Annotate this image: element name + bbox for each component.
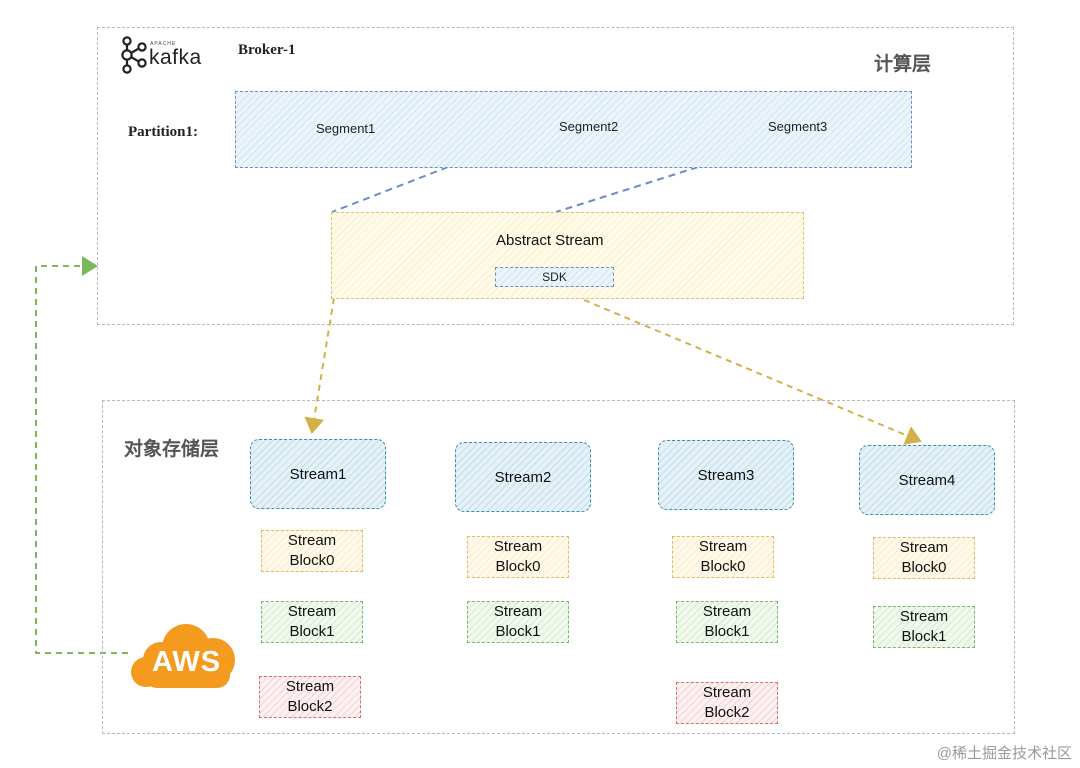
storage-layer-title: 对象存储层 xyxy=(124,438,220,460)
block-label: Stream Block0 xyxy=(899,539,949,576)
storage-layer-box xyxy=(102,400,1015,734)
partition-label: Partition1: xyxy=(128,124,198,140)
block-label: Stream Block0 xyxy=(698,538,748,575)
stream-2-box: Stream2 xyxy=(455,442,591,512)
block-label: Stream Block1 xyxy=(702,603,752,640)
stream-3-block-0: Stream Block0 xyxy=(672,536,774,578)
stream-1-label: Stream1 xyxy=(289,465,347,483)
segment-link-line xyxy=(555,166,699,213)
stream-4-block-0: Stream Block0 xyxy=(873,537,975,579)
aws-cloud-icon xyxy=(131,624,235,688)
stream-2-label: Stream2 xyxy=(494,468,552,486)
stream-4-box: Stream4 xyxy=(859,445,995,515)
kafka-logo: APACHE kafka xyxy=(118,36,208,76)
stream-4-block-1: Stream Block1 xyxy=(873,606,975,648)
kafka-icon xyxy=(121,36,147,74)
compute-layer-title: 计算层 xyxy=(874,53,932,75)
aws-label: AWS xyxy=(152,646,222,678)
sdk-label: SDK xyxy=(542,270,567,284)
watermark: @稀土掘金技术社区 xyxy=(936,745,1072,762)
block-label: Stream Block0 xyxy=(287,532,337,569)
block-label: Stream Block0 xyxy=(493,538,543,575)
stream-2-block-1: Stream Block1 xyxy=(467,601,569,643)
stream-3-block-2: Stream Block2 xyxy=(676,682,778,724)
kafka-logo-small-text: APACHE xyxy=(150,41,177,47)
stream-3-label: Stream3 xyxy=(697,466,755,484)
block-label: Stream Block2 xyxy=(285,678,335,715)
stream4-arrow xyxy=(583,299,922,445)
stream-3-block-1: Stream Block1 xyxy=(676,601,778,643)
sdk-box: SDK xyxy=(495,267,614,287)
kafka-logo-text: kafka xyxy=(149,46,202,69)
segment-3-label: Segment3 xyxy=(768,119,828,134)
broker-label: Broker-1 xyxy=(238,42,296,58)
aws-logo: AWS xyxy=(126,618,242,692)
stream-2-block-0: Stream Block0 xyxy=(467,536,569,578)
stream-1-block-0: Stream Block0 xyxy=(261,530,363,572)
stream-4-label: Stream4 xyxy=(898,471,956,489)
stream-1-block-1: Stream Block1 xyxy=(261,601,363,643)
block-label: Stream Block2 xyxy=(702,684,752,721)
segment-link-line xyxy=(331,166,449,213)
abstract-stream-label: Abstract Stream xyxy=(496,232,604,249)
segment-2-label: Segment2 xyxy=(559,119,619,134)
block-label: Stream Block1 xyxy=(899,608,949,645)
aws-link-arrow xyxy=(35,256,128,654)
block-label: Stream Block1 xyxy=(493,603,543,640)
stream-1-block-2: Stream Block2 xyxy=(259,676,361,718)
segment-1-label: Segment1 xyxy=(316,121,376,136)
partition-bar xyxy=(235,91,912,168)
block-label: Stream Block1 xyxy=(287,603,337,640)
stream-1-box: Stream1 xyxy=(250,439,386,509)
compute-layer-box xyxy=(97,27,1014,325)
stream-3-box: Stream3 xyxy=(658,440,794,510)
stream1-arrow xyxy=(304,297,335,434)
